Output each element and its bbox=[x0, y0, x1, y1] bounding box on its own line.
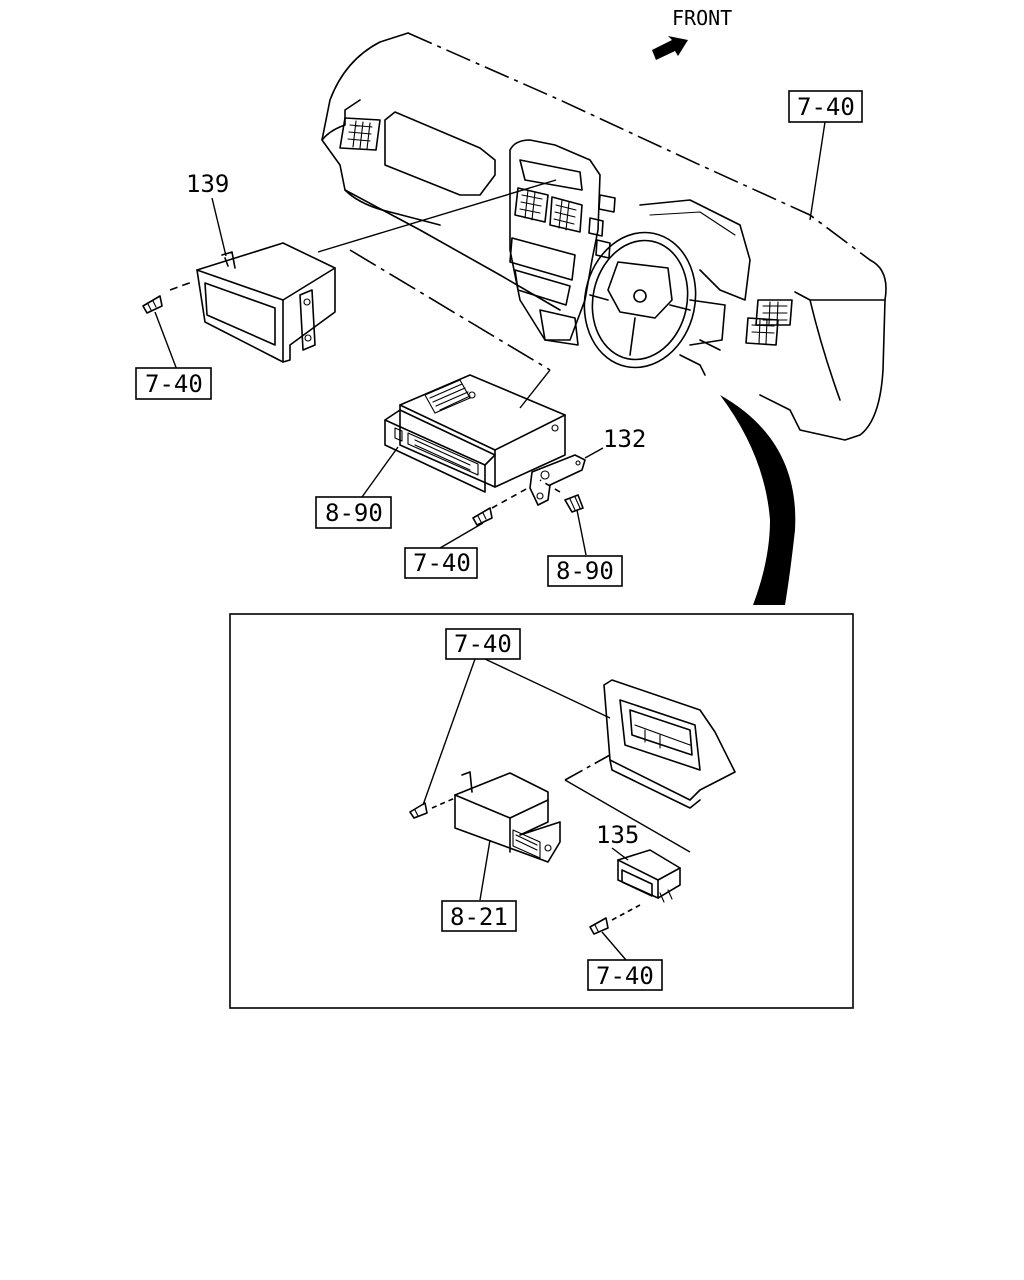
screw-icon bbox=[409, 802, 428, 819]
pocket-135 bbox=[617, 849, 681, 903]
callout-ref-7-40-inset-top: 7-40 bbox=[445, 628, 521, 660]
callout-ref-8-90-screw: 8-90 bbox=[547, 555, 623, 587]
callout-ref-7-40-pocket: 7-40 bbox=[135, 367, 212, 400]
callout-ref-7-40-inset-bottom: 7-40 bbox=[587, 959, 663, 991]
callout-text: 7-40 bbox=[797, 93, 855, 121]
screw-icon bbox=[142, 295, 163, 314]
front-arrow-icon bbox=[652, 36, 688, 60]
callout-text: 7-40 bbox=[454, 630, 512, 658]
screw-icon bbox=[472, 507, 493, 526]
callout-text: 8-90 bbox=[325, 499, 383, 527]
callout-text: 7-40 bbox=[596, 962, 654, 990]
callout-ref-8-90-radio: 8-90 bbox=[315, 496, 392, 529]
pocket-139 bbox=[196, 242, 336, 363]
callout-ref-7-40-screw: 7-40 bbox=[404, 547, 478, 579]
callout-part-135: 135 bbox=[596, 821, 639, 849]
front-indicator: FRONT bbox=[652, 6, 732, 60]
callout-text: 8-90 bbox=[556, 557, 614, 585]
bracket-132 bbox=[529, 454, 586, 506]
callout-text: 8-21 bbox=[450, 903, 508, 931]
screw-icon bbox=[589, 917, 609, 935]
unit-8-21 bbox=[454, 771, 561, 863]
screw-icon bbox=[564, 494, 584, 513]
dashboard-assembly bbox=[321, 32, 887, 441]
callout-part-132: 132 bbox=[603, 425, 646, 453]
callout-ref-8-21: 8-21 bbox=[441, 900, 517, 932]
detail-arrow bbox=[720, 395, 796, 605]
callout-text: 7-40 bbox=[413, 549, 471, 577]
callout-ref-7-40-dash: 7-40 bbox=[788, 90, 863, 123]
front-label: FRONT bbox=[672, 6, 732, 30]
callout-part-139: 139 bbox=[186, 170, 229, 198]
callout-text: 7-40 bbox=[145, 370, 203, 398]
detail-inset-frame bbox=[229, 613, 854, 1009]
radio-unit bbox=[384, 374, 566, 493]
console-bezel bbox=[603, 679, 736, 809]
